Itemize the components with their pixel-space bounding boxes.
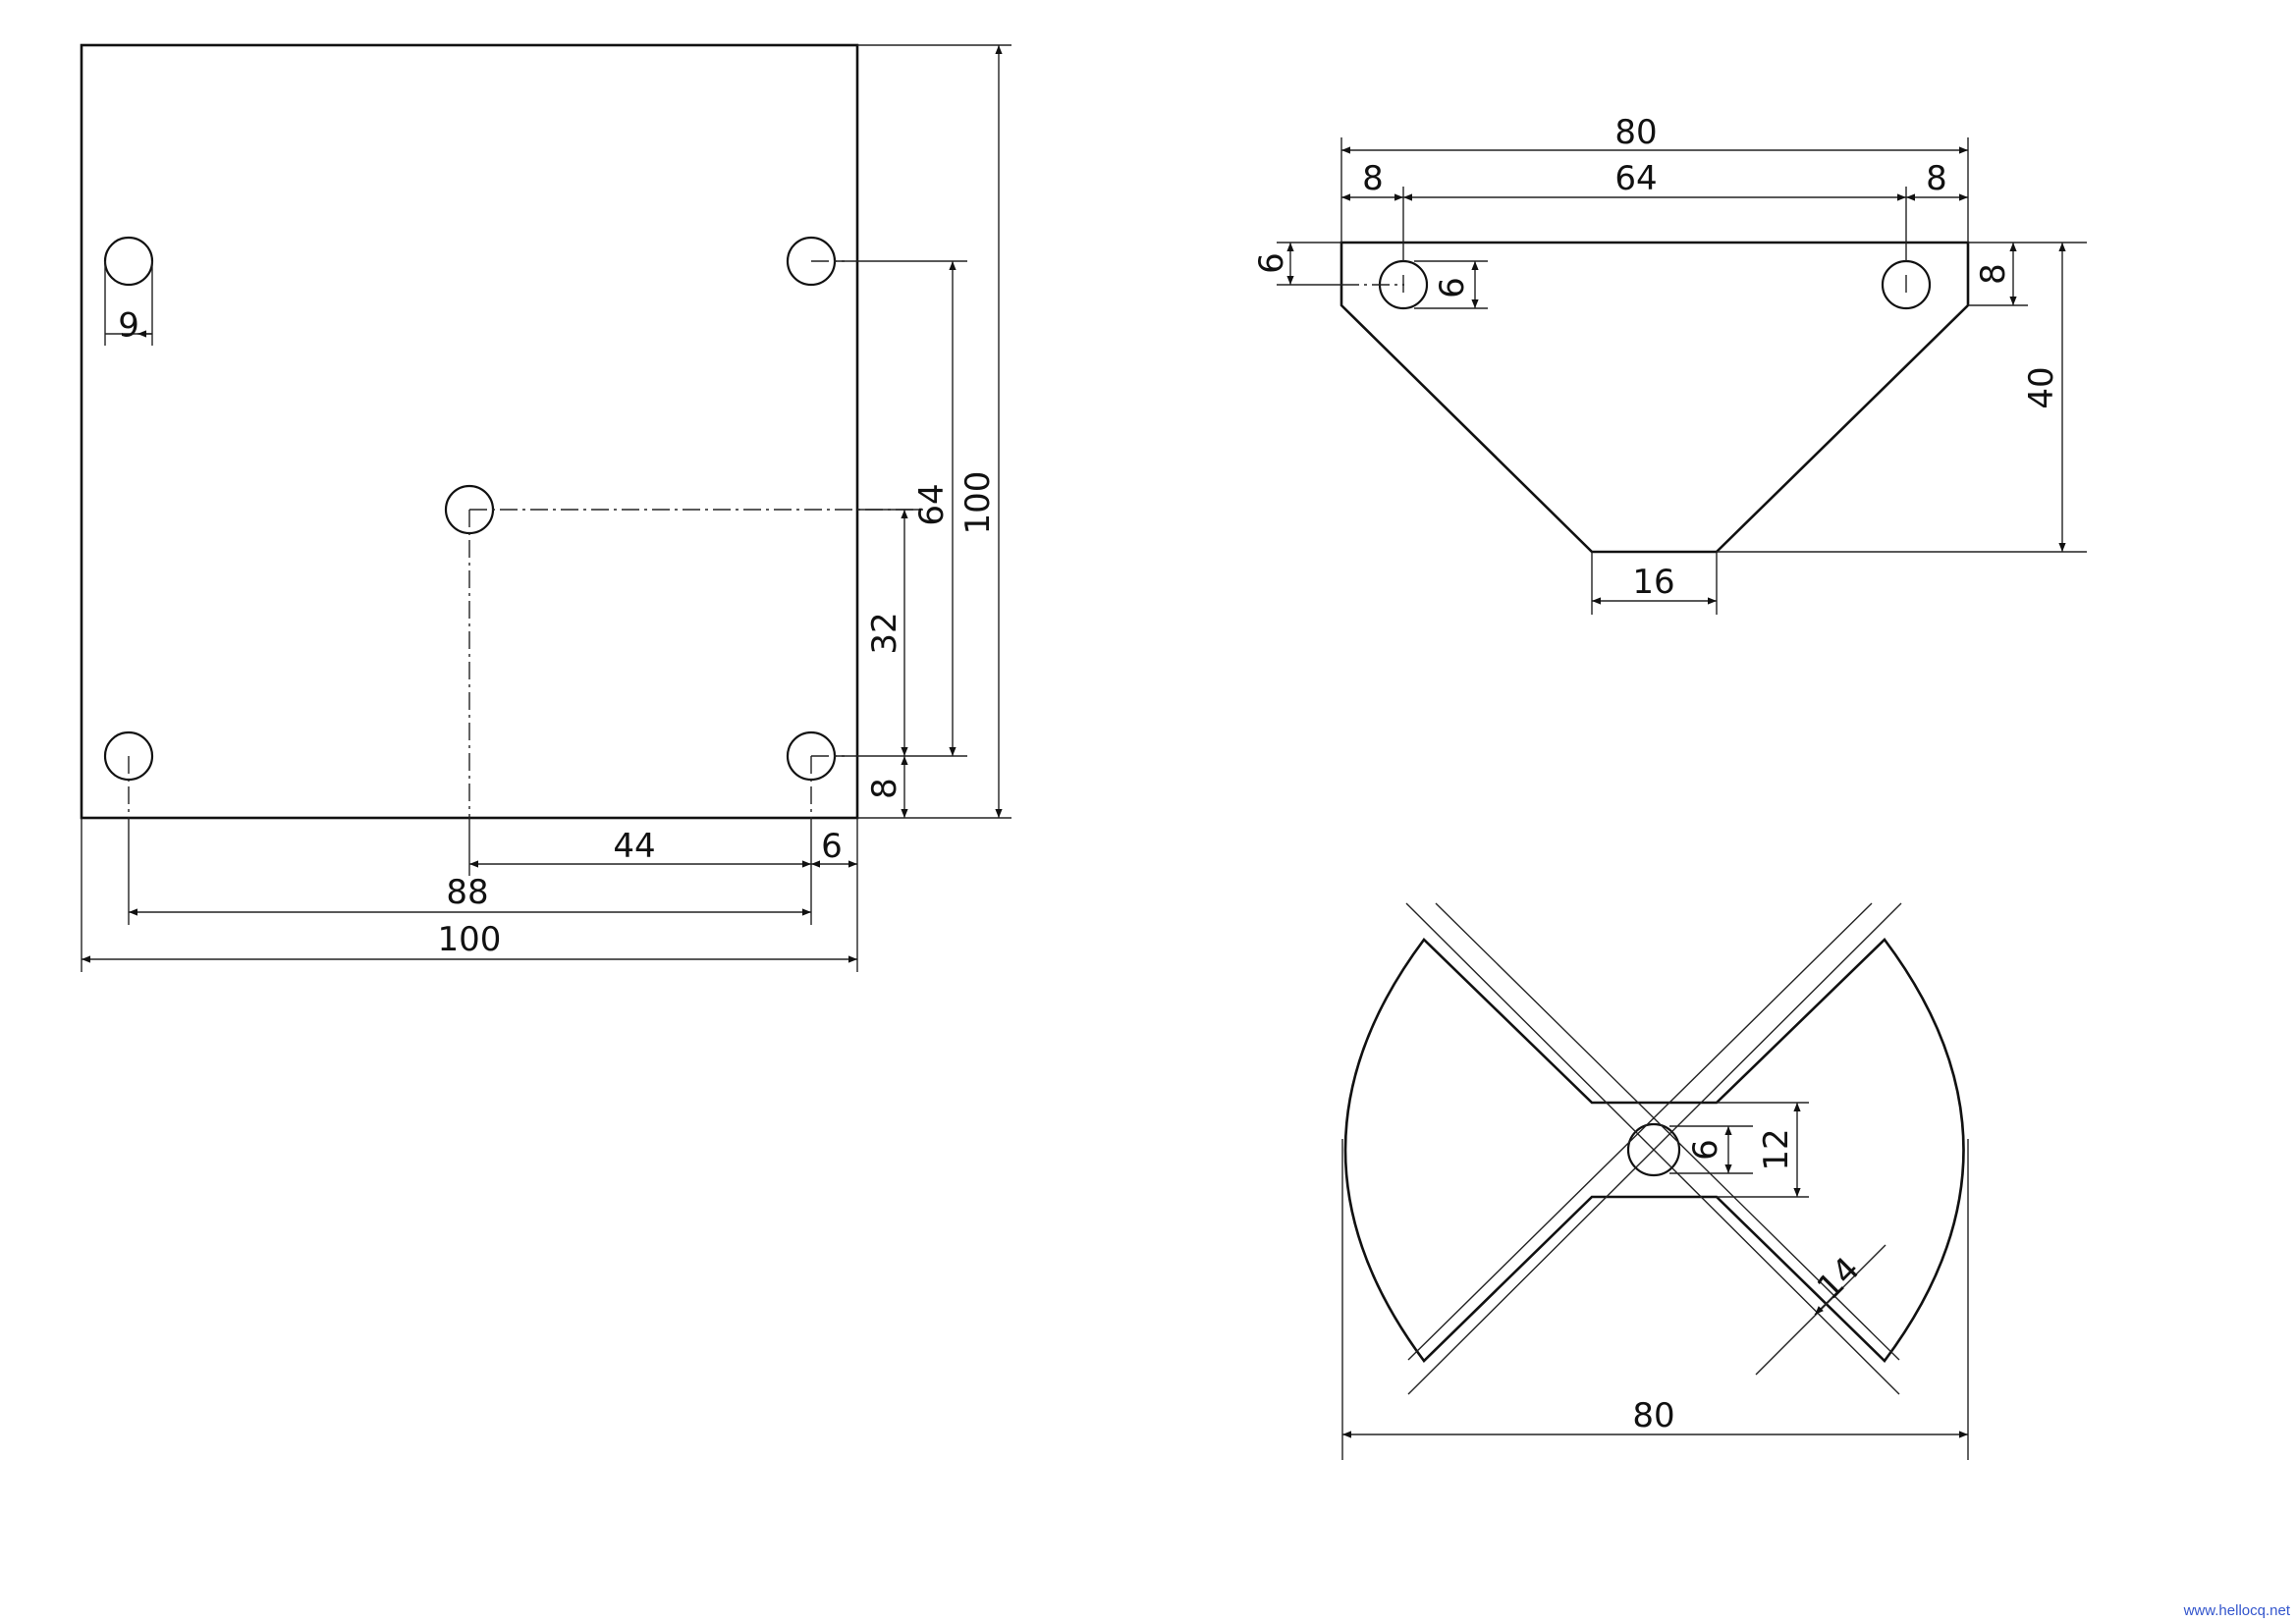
watermark-url: www.hellocq.net (2183, 1602, 2290, 1619)
dim-arm-width: 14 (1810, 1250, 1868, 1308)
dim-chamfer: 8 (1974, 263, 2013, 285)
dim-hole-dia-trapezoid: 6 (1433, 277, 1472, 298)
bowtie-outline (1343, 938, 1965, 1363)
bowtie-center-hole (1626, 1122, 1681, 1177)
dim-bottom-width: 16 (1632, 563, 1674, 602)
dim-left-offset: 8 (1362, 159, 1384, 198)
dim-bowtie-hole-dia: 6 (1686, 1139, 1725, 1161)
dim-height-total: 100 (958, 471, 998, 535)
hole-top-left (103, 236, 154, 287)
dim-hole-spacing: 64 (1614, 159, 1657, 198)
dim-center-offset-y: 32 (865, 612, 904, 654)
dim-edge-offset-x: 6 (821, 827, 843, 866)
trapezoid-view: 80 64 8 8 16 40 8 6 6 (1252, 113, 2087, 615)
dim-top-width: 80 (1614, 113, 1657, 152)
dim-center-offset-x: 44 (613, 827, 655, 866)
dim-right-offset: 8 (1926, 159, 1947, 198)
dim-width-total: 100 (438, 920, 502, 959)
dim-hole-spacing-y: 64 (912, 483, 952, 525)
dim-hole-dia: 6 (118, 303, 139, 343)
dim-bowtie-width: 80 (1632, 1396, 1674, 1435)
dim-height: 40 (2022, 366, 2061, 408)
dim-neck: 12 (1757, 1128, 1796, 1170)
dim-hole-y: 6 (1252, 252, 1291, 274)
dim-hole-spacing-x: 88 (446, 873, 488, 912)
dim-edge-offset-y: 8 (865, 778, 904, 799)
square-plate-view: 6 44 6 88 100 100 64 32 8 (80, 43, 1011, 972)
bowtie-view: 80 12 6 14 (1341, 902, 1969, 1460)
